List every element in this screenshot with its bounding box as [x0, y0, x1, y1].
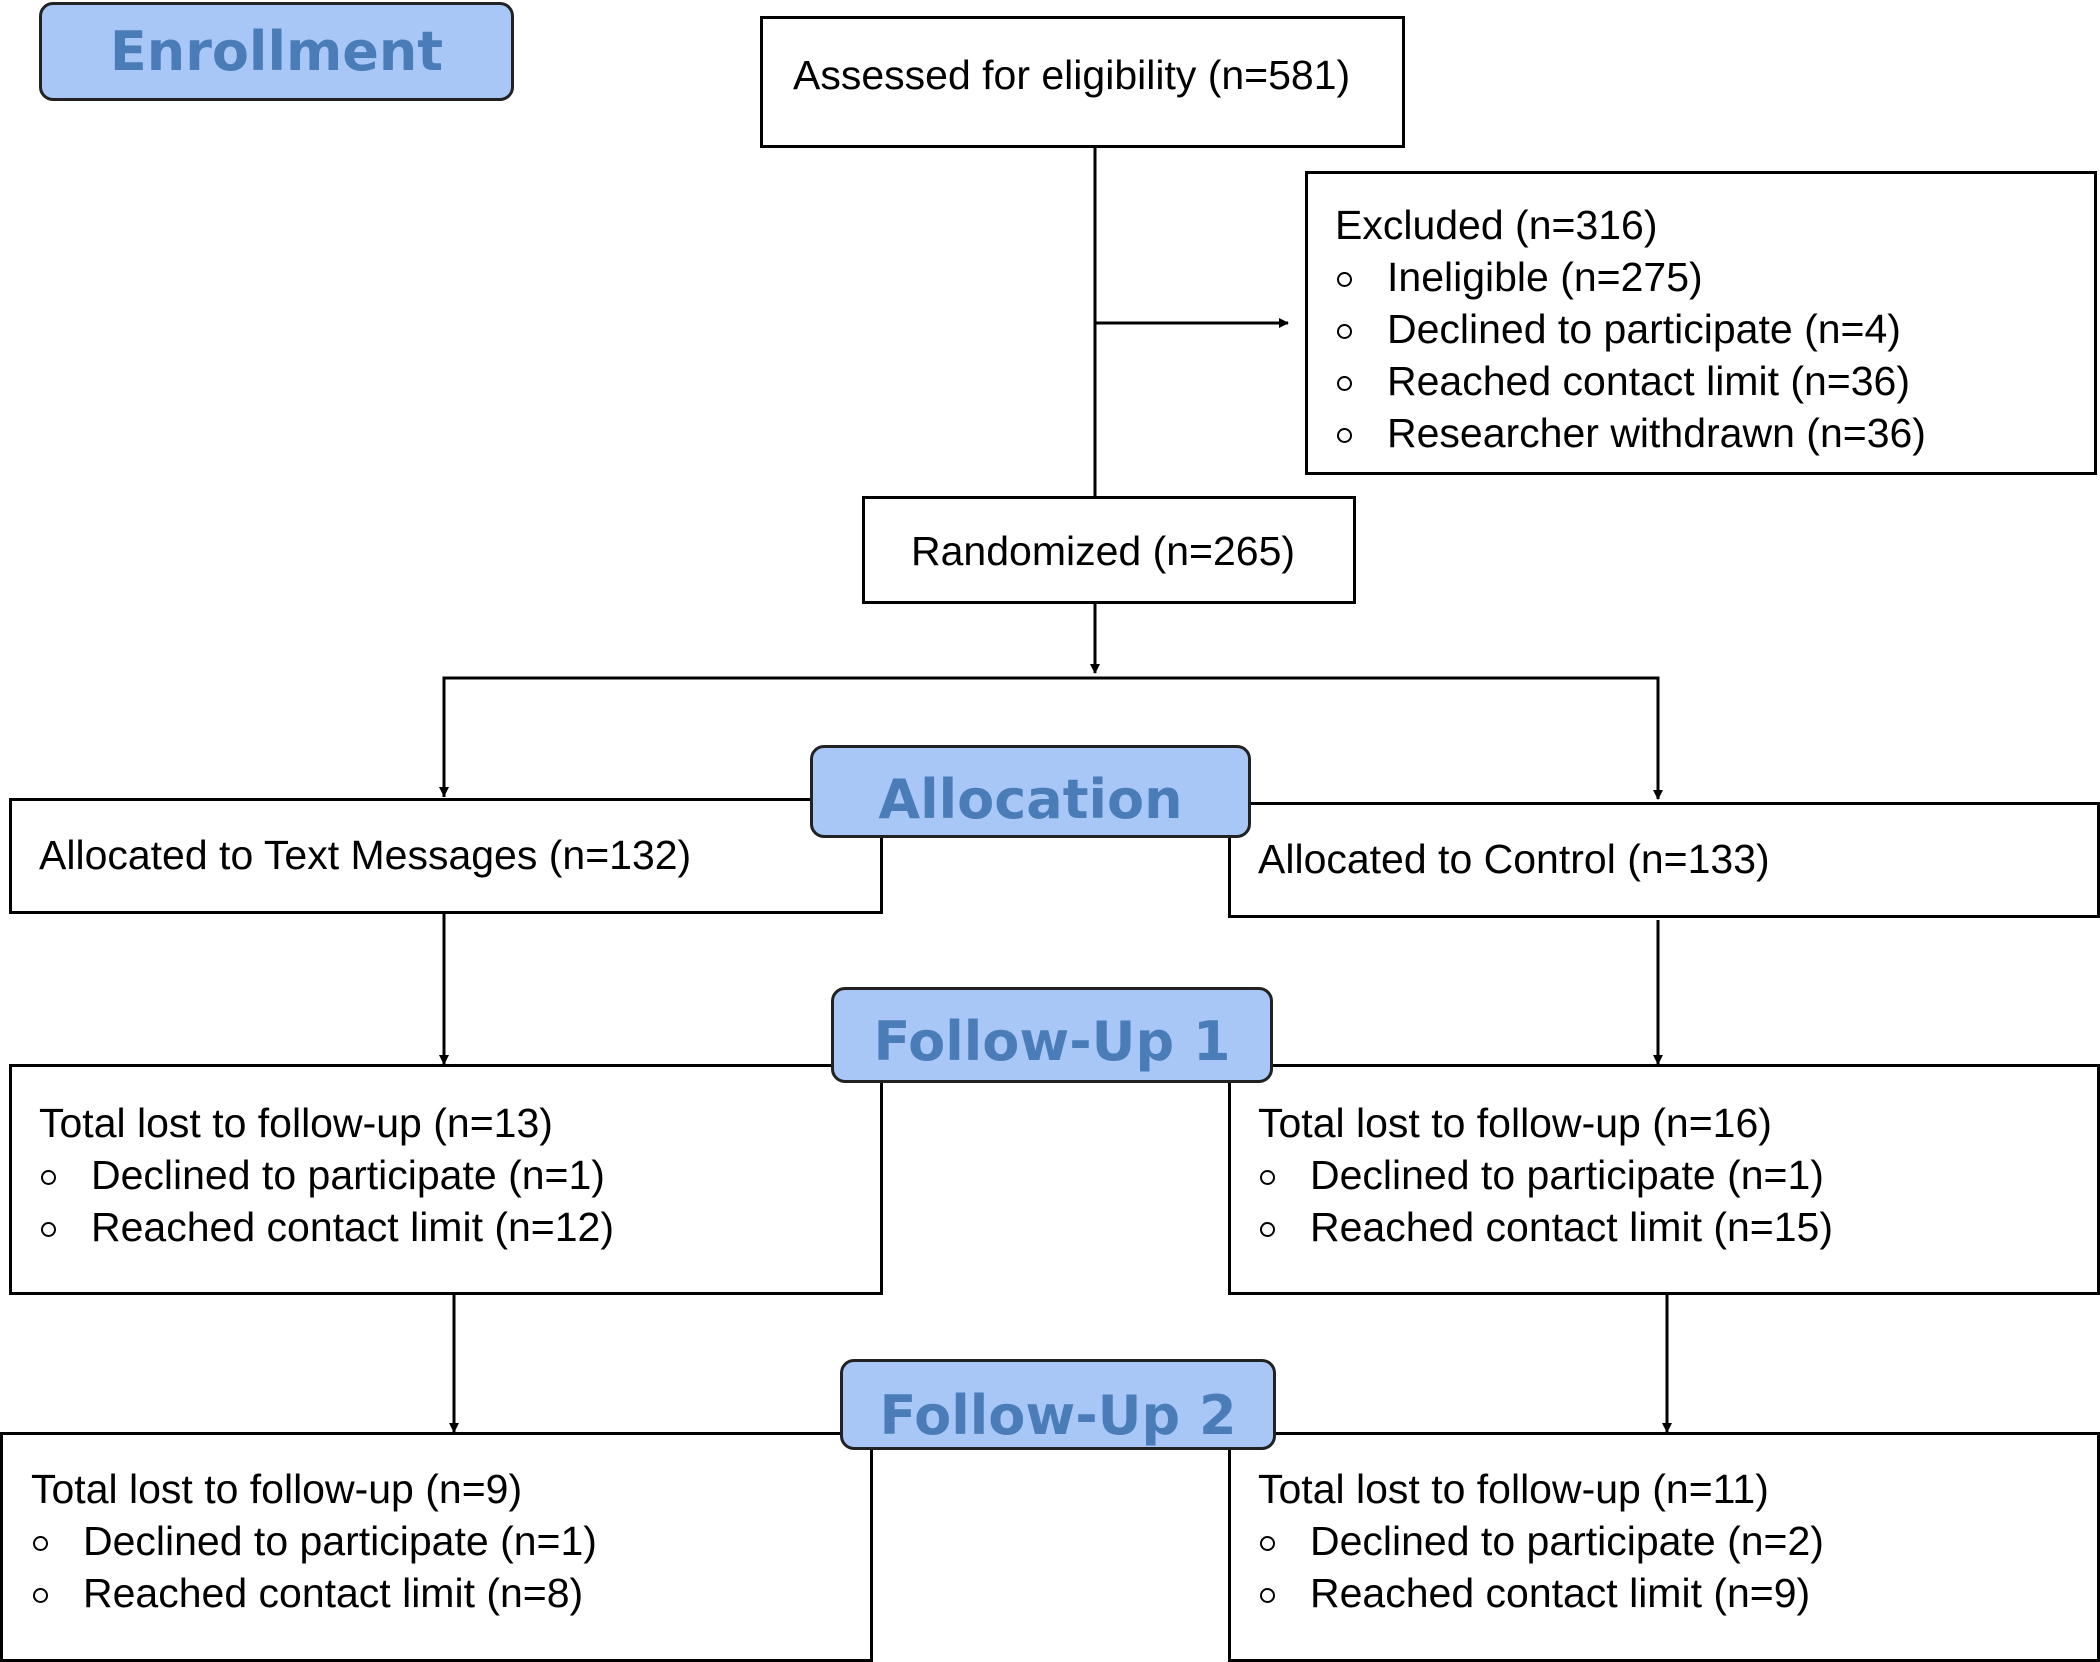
- bullet-icon: [1260, 1536, 1275, 1551]
- stage-followup-2: Follow-Up 2: [840, 1359, 1276, 1450]
- list-item: Reached contact limit (n=8): [31, 1567, 597, 1619]
- stage-followup-2-label: Follow-Up 2: [879, 1384, 1237, 1447]
- list-item: Reached contact limit (n=9): [1258, 1567, 1824, 1619]
- allocated-text-label: Allocated to Text Messages (n=132): [39, 832, 692, 878]
- fu1-control-box: Total lost to follow-up (n=16) Declined …: [1228, 1064, 2100, 1295]
- bullet-icon: [1337, 272, 1352, 287]
- stage-allocation: Allocation: [810, 745, 1251, 838]
- list-item: Declined to participate (n=1): [31, 1515, 597, 1567]
- bullet-icon: [1260, 1170, 1275, 1185]
- bullet-icon: [33, 1588, 48, 1603]
- fu2-text-box: Total lost to follow-up (n=9) Declined t…: [0, 1432, 873, 1662]
- stage-allocation-label: Allocation: [878, 768, 1183, 831]
- list-item: Reached contact limit (n=15): [1258, 1201, 1833, 1253]
- bullet-icon: [41, 1222, 56, 1237]
- randomized-text: Randomized (n=265): [911, 528, 1296, 574]
- bullet-icon: [41, 1170, 56, 1185]
- fu2-control-list: Declined to participate (n=2) Reached co…: [1258, 1515, 1824, 1619]
- assessed-box: Assessed for eligibility (n=581): [760, 16, 1405, 148]
- bullet-icon: [1260, 1222, 1275, 1237]
- stage-followup-1-label: Follow-Up 1: [873, 1010, 1231, 1073]
- excluded-list: Ineligible (n=275) Declined to participa…: [1335, 251, 1926, 459]
- fu1-control-title: Total lost to follow-up (n=16): [1258, 1100, 1772, 1146]
- assessed-text: Assessed for eligibility (n=581): [793, 52, 1351, 98]
- allocated-text-box: Allocated to Text Messages (n=132): [9, 798, 883, 914]
- excluded-box: Excluded (n=316) Ineligible (n=275) Decl…: [1305, 171, 2097, 475]
- excluded-title: Excluded (n=316): [1335, 202, 1658, 248]
- list-item: Declined to participate (n=1): [1258, 1149, 1833, 1201]
- fu2-text-list: Declined to participate (n=1) Reached co…: [31, 1515, 597, 1619]
- bullet-icon: [1337, 376, 1352, 391]
- connector-split: [442, 676, 1660, 797]
- fu1-text-box: Total lost to follow-up (n=13) Declined …: [9, 1064, 883, 1295]
- allocated-control-box: Allocated to Control (n=133): [1228, 802, 2100, 918]
- list-item: Researcher withdrawn (n=36): [1335, 407, 1926, 459]
- bullet-icon: [1337, 428, 1352, 443]
- fu1-text-title: Total lost to follow-up (n=13): [39, 1100, 553, 1146]
- allocated-control-label: Allocated to Control (n=133): [1258, 836, 1770, 882]
- randomized-box: Randomized (n=265): [862, 496, 1356, 604]
- fu2-control-title: Total lost to follow-up (n=11): [1258, 1466, 1769, 1512]
- list-item: Ineligible (n=275): [1335, 251, 1926, 303]
- bullet-icon: [1260, 1588, 1275, 1603]
- list-item: Reached contact limit (n=12): [39, 1201, 614, 1253]
- list-item: Declined to participate (n=4): [1335, 303, 1926, 355]
- list-item: Reached contact limit (n=36): [1335, 355, 1926, 407]
- list-item: Declined to participate (n=2): [1258, 1515, 1824, 1567]
- stage-followup-1: Follow-Up 1: [831, 987, 1273, 1083]
- fu1-text-list: Declined to participate (n=1) Reached co…: [39, 1149, 614, 1253]
- fu2-text-title: Total lost to follow-up (n=9): [31, 1466, 523, 1512]
- list-item: Declined to participate (n=1): [39, 1149, 614, 1201]
- fu2-control-box: Total lost to follow-up (n=11) Declined …: [1228, 1432, 2100, 1662]
- bullet-icon: [33, 1536, 48, 1551]
- stage-enrollment: Enrollment: [39, 2, 514, 101]
- bullet-icon: [1337, 324, 1352, 339]
- stage-enrollment-label: Enrollment: [109, 20, 444, 83]
- fu1-control-list: Declined to participate (n=1) Reached co…: [1258, 1149, 1833, 1253]
